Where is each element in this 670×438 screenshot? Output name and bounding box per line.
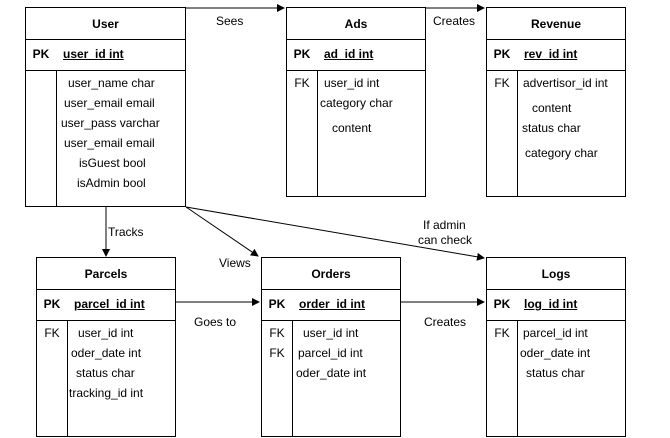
relation-label-creates: Creates (433, 14, 476, 28)
pk-label: PK (32, 47, 50, 61)
field: oder_date int (296, 366, 367, 380)
fk-label: FK (269, 326, 285, 340)
pk-label: PK (43, 297, 61, 311)
column-divider (292, 320, 293, 436)
entity-ads: Ads PK ad_id int FK user_id int category… (286, 7, 426, 197)
entity-title: Revenue (487, 8, 625, 40)
field: content (332, 121, 372, 135)
pk-label: PK (493, 297, 511, 311)
entity-title: User (26, 8, 185, 40)
entity-logs: Logs PK log_id int FK parcel_id int oder… (486, 257, 626, 437)
primary-key-row: PK rev_id int (487, 39, 625, 71)
field: status char (522, 121, 581, 135)
pk-label: PK (293, 47, 311, 61)
fk-label: FK (494, 326, 510, 340)
entity-title: Orders (262, 258, 400, 290)
relation-label-tracks: Tracks (108, 225, 144, 239)
field: oder_date int (520, 346, 591, 360)
field: category char (320, 96, 393, 110)
relation-label-sees: Sees (216, 14, 244, 28)
relation-label-admin-check-1: If admin (423, 218, 466, 232)
views-arrow (185, 206, 259, 257)
field: content (532, 101, 572, 115)
column-divider (67, 320, 68, 436)
pk-field: user_id int (63, 47, 124, 61)
relation-label-creates-logs: Creates (424, 315, 467, 329)
primary-key-row: PK log_id int (487, 289, 625, 321)
relation-label-admin-check-2: can check (418, 233, 473, 247)
entity-title: Logs (487, 258, 625, 290)
primary-key-row: PK order_id int (262, 289, 400, 321)
primary-key-row: PK ad_id int (287, 39, 425, 71)
column-divider (517, 70, 518, 196)
field: isAdmin bool (77, 176, 146, 190)
entity-parcels: Parcels PK parcel_id int FK user_id int … (36, 257, 176, 437)
field: isGuest bool (79, 156, 146, 170)
primary-key-row: PK parcel_id int (37, 289, 175, 321)
field: tracking_id int (69, 386, 144, 400)
pk-field: log_id int (524, 297, 578, 311)
field: user_id int (324, 76, 380, 90)
field: status char (526, 366, 585, 380)
fk-label: FK (294, 76, 310, 90)
entity-user: User PK user_id int user_name char user_… (25, 7, 186, 207)
pk-label: PK (268, 297, 286, 311)
admin-check-arrow (185, 206, 485, 261)
entity-revenue: Revenue PK rev_id int FK advertisor_id i… (486, 7, 626, 197)
relation-label-goes-to: Goes to (194, 315, 237, 329)
field: status char (76, 366, 135, 380)
field: user_email email (64, 96, 155, 110)
fk-label: FK (269, 346, 285, 360)
entity-title: Ads (287, 8, 425, 40)
field: advertisor_id int (523, 76, 608, 90)
field: user_id int (78, 326, 134, 340)
field: user_email email (64, 136, 155, 150)
primary-key-row: PK user_id int (26, 39, 185, 71)
entity-title: Parcels (37, 258, 175, 290)
field: parcel_id int (523, 326, 588, 340)
pk-field: parcel_id int (74, 297, 145, 311)
fk-label: FK (44, 326, 60, 340)
field: user_id int (303, 326, 359, 340)
field: user_name char (68, 76, 155, 90)
entity-orders: Orders PK order_id int FK FK user_id int… (261, 257, 401, 437)
column-divider (517, 320, 518, 436)
pk-field: rev_id int (524, 47, 578, 61)
column-divider (56, 70, 57, 206)
pk-field: order_id int (299, 297, 366, 311)
relation-label-views: Views (219, 256, 251, 270)
pk-label: PK (493, 47, 511, 61)
field: parcel_id int (298, 346, 363, 360)
field: category char (525, 146, 598, 160)
field: user_pass varchar (61, 116, 160, 130)
column-divider (317, 70, 318, 196)
field: oder_date int (71, 346, 142, 360)
fk-label: FK (494, 76, 510, 90)
pk-field: ad_id int (324, 47, 374, 61)
